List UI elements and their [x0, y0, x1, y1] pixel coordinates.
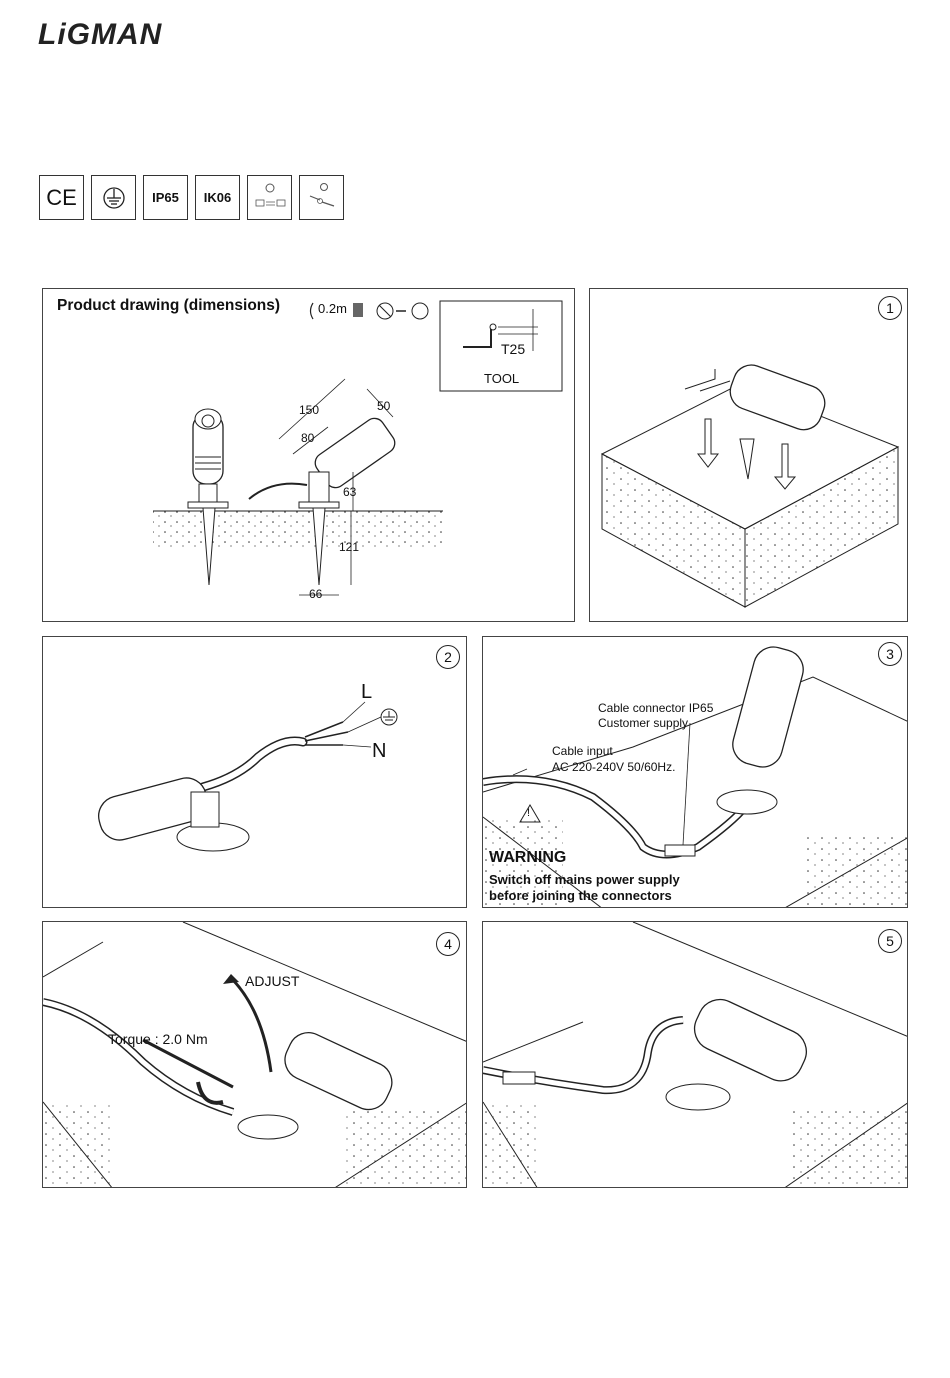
- dimension-66: 66: [309, 587, 322, 601]
- cable-input-label-line2: AC 220-240V 50/60Hz.: [552, 760, 675, 774]
- product-drawing-panel: Product drawing (dimensions) 0.2m: [42, 288, 575, 622]
- connector-label-line1: Cable connector IP65: [598, 701, 713, 715]
- live-wire-label: L: [361, 681, 372, 704]
- dimension-63: 63: [343, 485, 356, 499]
- tool-size-label: T25: [501, 341, 525, 357]
- tool-connection-icon: [299, 175, 344, 220]
- earth-ground-icon: [91, 175, 136, 220]
- brand-logo: LiGMAN: [38, 18, 162, 52]
- ip65-badge: IP65: [143, 175, 188, 220]
- warning-symbol: !: [527, 807, 530, 819]
- step-1-panel: 1: [589, 288, 908, 622]
- torque-label: Torque : 2.0 Nm: [108, 1031, 208, 1047]
- step-4-illustration: [43, 922, 467, 1188]
- ce-mark: CE: [39, 175, 84, 220]
- product-dimension-drawing: [43, 289, 575, 622]
- dimension-80: 80: [301, 431, 314, 445]
- step-4-panel: 4 ADJUST Torque : 2.0 Nm: [42, 921, 467, 1188]
- warning-line1: Switch off mains power supply: [489, 872, 680, 888]
- dimension-50: 50: [377, 399, 390, 413]
- neutral-wire-label: N: [372, 740, 386, 763]
- tool-label: TOOL: [484, 371, 519, 386]
- step-2-panel: 2 L N: [42, 636, 467, 908]
- driver-compat-icon: [247, 175, 292, 220]
- step-2-illustration: [43, 637, 467, 908]
- step-3-illustration: [483, 637, 908, 908]
- step-5-panel: 5: [482, 921, 908, 1188]
- warning-line2: before joining the connectors: [489, 888, 672, 904]
- dimension-121: 121: [339, 540, 359, 554]
- connector-label-line2: Customer supply: [598, 716, 688, 730]
- step-5-illustration: [483, 922, 908, 1188]
- warning-title: WARNING: [489, 849, 566, 867]
- adjust-label: ADJUST: [245, 973, 299, 989]
- step-1-illustration: [590, 289, 908, 622]
- ik06-badge: IK06: [195, 175, 240, 220]
- step-3-panel: 3 Cable connector IP65 Customer supply C…: [482, 636, 908, 908]
- dimension-150: 150: [299, 403, 319, 417]
- cable-input-label-line1: Cable input: [552, 744, 613, 758]
